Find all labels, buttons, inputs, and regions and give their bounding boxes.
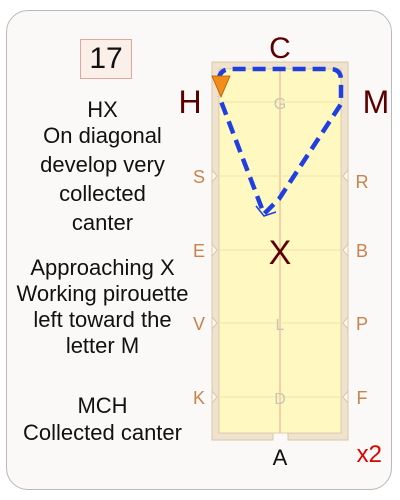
letter-A: A (273, 445, 288, 470)
letter-R: R (356, 172, 369, 192)
movement2-line2: Working pirouette (16, 281, 189, 306)
side-markers (211, 168, 349, 405)
test-number: 17 (80, 39, 132, 79)
movement1-line4: collected (59, 181, 146, 206)
movement3-line1: MCH (77, 393, 128, 418)
movement1-line1: HX (87, 97, 118, 122)
movement1-line2: On diagonal (43, 123, 162, 148)
letter-K: K (193, 388, 205, 408)
start-marker (211, 75, 231, 99)
movement2-line1: Approaching X (30, 255, 175, 280)
movement1-line5: canter (71, 210, 134, 235)
movement2-line4: letter M (65, 333, 140, 358)
repeat-count: x2 (356, 441, 382, 468)
letter-C: C (269, 32, 291, 65)
letter-D: D (274, 391, 286, 408)
letter-E: E (193, 241, 205, 261)
arena-grid-lines (219, 101, 341, 398)
letter-H: H (178, 84, 201, 120)
letter-G: G (274, 96, 286, 113)
movement3-line2: Collected canter (23, 420, 182, 445)
letter-X: X (269, 234, 292, 272)
letter-F: F (357, 388, 368, 408)
movement2-line3: left toward the (33, 307, 172, 332)
letter-S: S (193, 167, 205, 187)
letter-V: V (193, 314, 205, 334)
letter-M: M (363, 84, 390, 120)
path-arrowhead (255, 205, 277, 217)
movement1-line3: develop very (40, 152, 165, 177)
letter-B: B (356, 241, 368, 261)
letter-L: L (276, 317, 285, 334)
test-path (216, 66, 344, 217)
letter-P: P (356, 314, 368, 334)
